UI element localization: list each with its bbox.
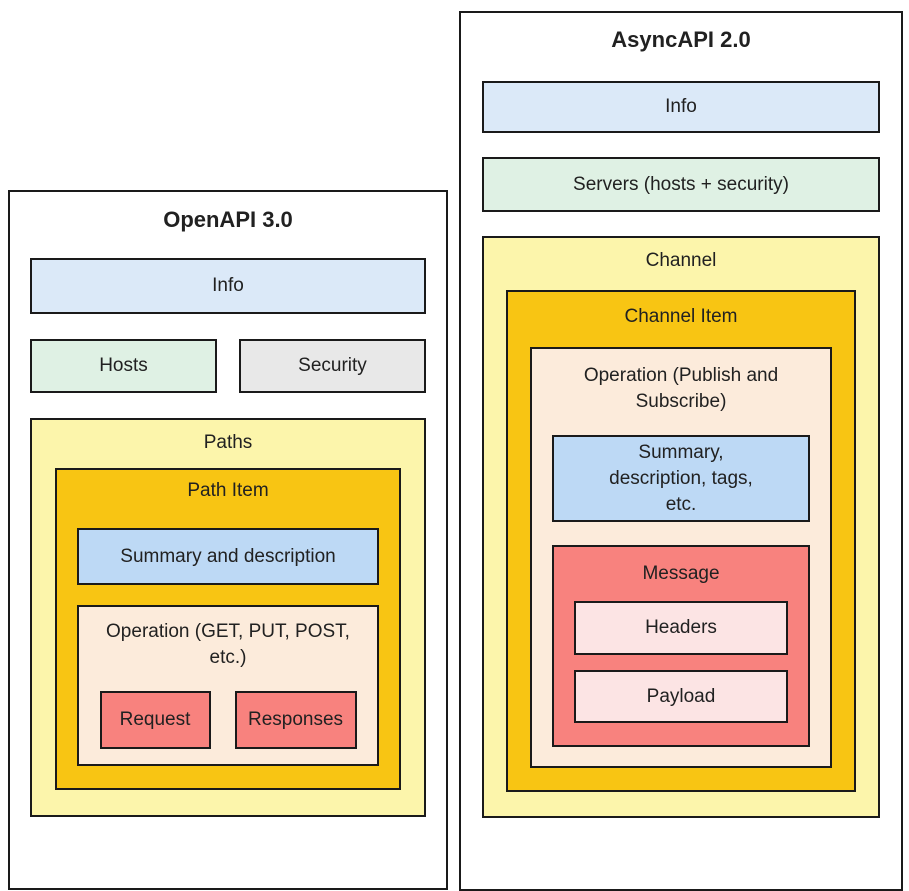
asyncapi-headers-label: Headers [645,617,717,638]
asyncapi-channel-box: Channel Channel Item Operation (Publish … [482,236,880,818]
asyncapi-summary-label: Summary, description, tags, etc. [609,441,753,515]
asyncapi-operation-box: Operation (Publish and Subscribe) Summar… [530,347,832,768]
asyncapi-channel-item-box: Channel Item Operation (Publish and Subs… [506,290,856,792]
openapi-request-label: Request [119,709,191,730]
asyncapi-summary-box: Summary, description, tags, etc. [552,435,810,522]
asyncapi-operation-label: Operation (Publish and Subscribe) [583,365,779,412]
asyncapi-info-box: Info [482,81,880,133]
openapi-paths-label: Paths [203,432,253,453]
asyncapi-channel-label: Channel [645,250,717,271]
openapi-info-box: Info [30,258,426,314]
openapi-security-label: Security [298,355,367,376]
asyncapi-message-label: Message [642,563,720,584]
openapi-info-label: Info [212,275,244,296]
openapi-hosts-label: Hosts [99,355,148,376]
openapi-security-box: Security [239,339,426,393]
openapi-hosts-security-row: Hosts Security [30,339,426,393]
openapi-operation-box: Operation (GET, PUT, POST, etc.) Request… [77,605,379,766]
openapi-responses-label: Responses [247,709,344,730]
asyncapi-message-box: Message Headers Payload [552,545,810,747]
asyncapi-headers-box: Headers [574,601,788,655]
asyncapi-info-label: Info [665,96,697,117]
asyncapi-payload-box: Payload [574,670,788,723]
openapi-summary-box: Summary and description [77,528,379,585]
openapi-responses-box: Responses [234,691,357,749]
openapi-hosts-box: Hosts [30,339,217,393]
openapi-summary-label: Summary and description [120,545,336,567]
openapi-request-responses-row: Request Responses [79,691,377,749]
openapi-path-item-box: Path Item Summary and description Operat… [55,468,401,790]
asyncapi-title: AsyncAPI 2.0 [611,27,751,52]
openapi-title: OpenAPI 3.0 [163,207,293,232]
openapi-operation-label: Operation (GET, PUT, POST, etc.) [106,621,350,668]
asyncapi-payload-label: Payload [646,685,716,707]
openapi-panel: OpenAPI 3.0 Info Hosts Security Paths Pa… [8,190,448,890]
openapi-path-item-label: Path Item [187,480,269,501]
openapi-request-box: Request [99,691,211,749]
asyncapi-channel-item-label: Channel Item [624,306,738,327]
openapi-paths-box: Paths Path Item Summary and description … [30,418,426,817]
asyncapi-servers-box: Servers (hosts + security) [482,157,880,212]
asyncapi-panel: AsyncAPI 2.0 Info Servers (hosts + secur… [459,11,903,891]
asyncapi-servers-label: Servers (hosts + security) [573,173,789,195]
